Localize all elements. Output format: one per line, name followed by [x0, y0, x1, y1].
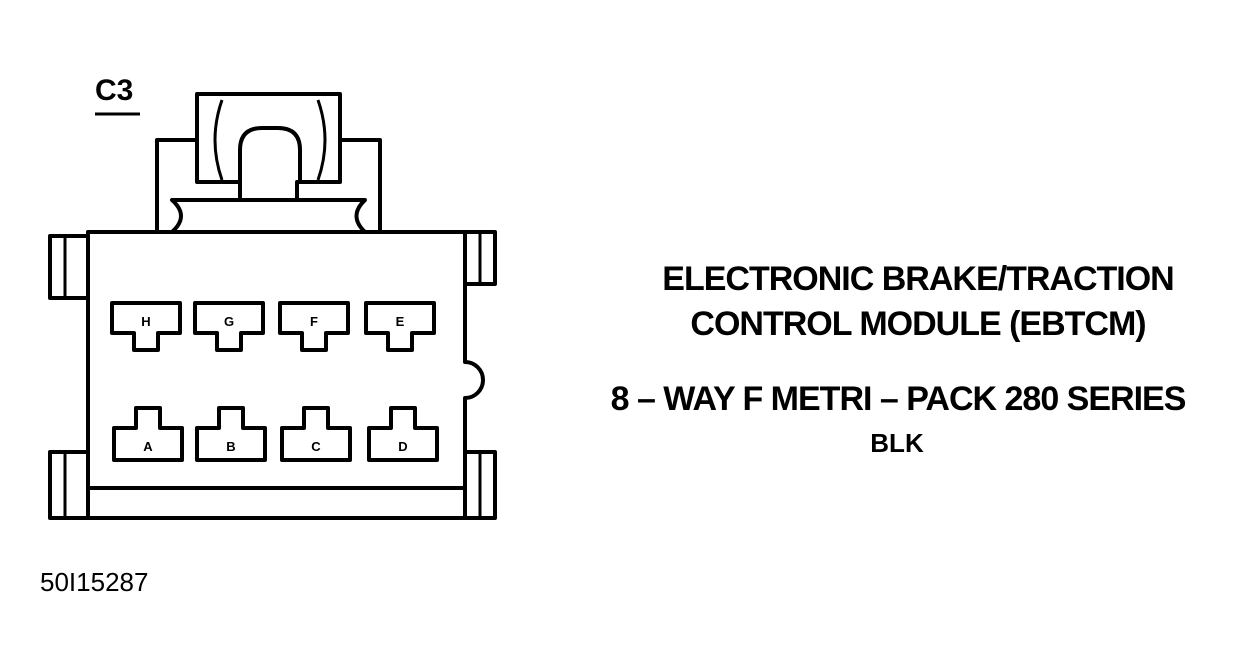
pin-label-E: E [396, 314, 405, 329]
figure-id: 50I15287 [40, 567, 148, 597]
connector-type: 8 – WAY F METRI – PACK 280 SERIES [611, 380, 1186, 418]
pin-label-D: D [398, 439, 407, 454]
module-title-line-2: CONTROL MODULE (EBTCM) [690, 305, 1145, 343]
pin-label-G: G [224, 314, 234, 329]
connector-id: C3 [95, 74, 133, 107]
pin-cavity-E: E [364, 301, 436, 352]
pin-cavity-H: H [110, 301, 182, 352]
module-title-line-1: ELECTRONIC BRAKE/TRACTION [662, 260, 1173, 298]
connector-body [48, 92, 497, 520]
pin-cavity-C: C [280, 406, 352, 462]
pin-cavity-F: F [278, 301, 350, 352]
connector-color: BLK [870, 428, 924, 458]
pin-cavity-G: G [193, 301, 265, 352]
pin-label-C: C [311, 439, 321, 454]
pin-cavity-B: B [195, 406, 267, 462]
pin-label-F: F [310, 314, 318, 329]
pin-label-B: B [226, 439, 235, 454]
pin-label-H: H [141, 314, 150, 329]
pin-label-A: A [143, 439, 153, 454]
pin-cavity-D: D [367, 406, 439, 462]
pin-cavity-A: A [112, 406, 184, 462]
